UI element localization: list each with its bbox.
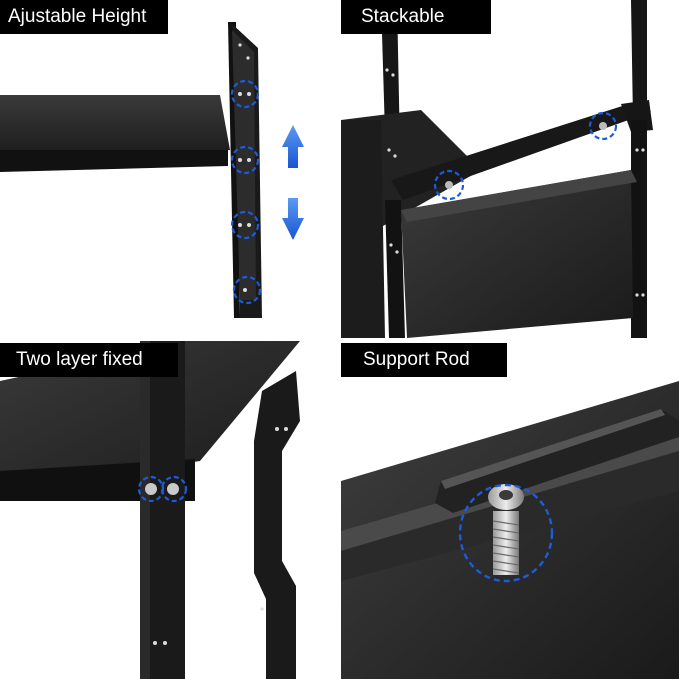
panel-ajustable-height: Ajustable Height	[0, 0, 338, 338]
side-frame	[254, 371, 300, 679]
support-crossbar	[391, 100, 651, 200]
highlight-circle-icon	[230, 145, 260, 175]
highlight-circle-icon	[458, 483, 554, 583]
horizontal-divider	[0, 338, 679, 341]
front-leg	[140, 341, 185, 679]
highlight-circle-icon	[230, 210, 260, 240]
panel-label: Ajustable Height	[0, 0, 168, 34]
stackable-illustration	[341, 0, 679, 338]
panel-label: Stackable	[341, 0, 491, 34]
highlight-circle-icon	[232, 275, 262, 305]
highlight-circle-icon	[588, 111, 618, 141]
highlight-circle-icon	[137, 475, 165, 503]
two-layer-fixed-illustration	[0, 341, 338, 679]
panel-stackable: Stackable	[341, 0, 679, 338]
panel-label: Support Rod	[341, 343, 507, 377]
screw-icon	[488, 484, 524, 575]
support-rod-illustration	[341, 341, 679, 679]
panel-label: Two layer fixed	[0, 343, 178, 377]
panel-two-layer-fixed: Two layer fixed	[0, 341, 338, 679]
highlight-circle-icon	[160, 475, 188, 503]
screw-icon	[599, 122, 607, 130]
panel-support-rod: Support Rod	[341, 341, 679, 679]
screw-icon	[145, 483, 157, 495]
screw-icon	[445, 181, 453, 189]
highlight-circle-icon	[433, 169, 465, 201]
ajustable-height-illustration	[0, 0, 338, 338]
screw-icon	[167, 483, 179, 495]
highlight-circle-icon	[230, 79, 260, 109]
up-down-arrow-icon	[282, 125, 304, 240]
